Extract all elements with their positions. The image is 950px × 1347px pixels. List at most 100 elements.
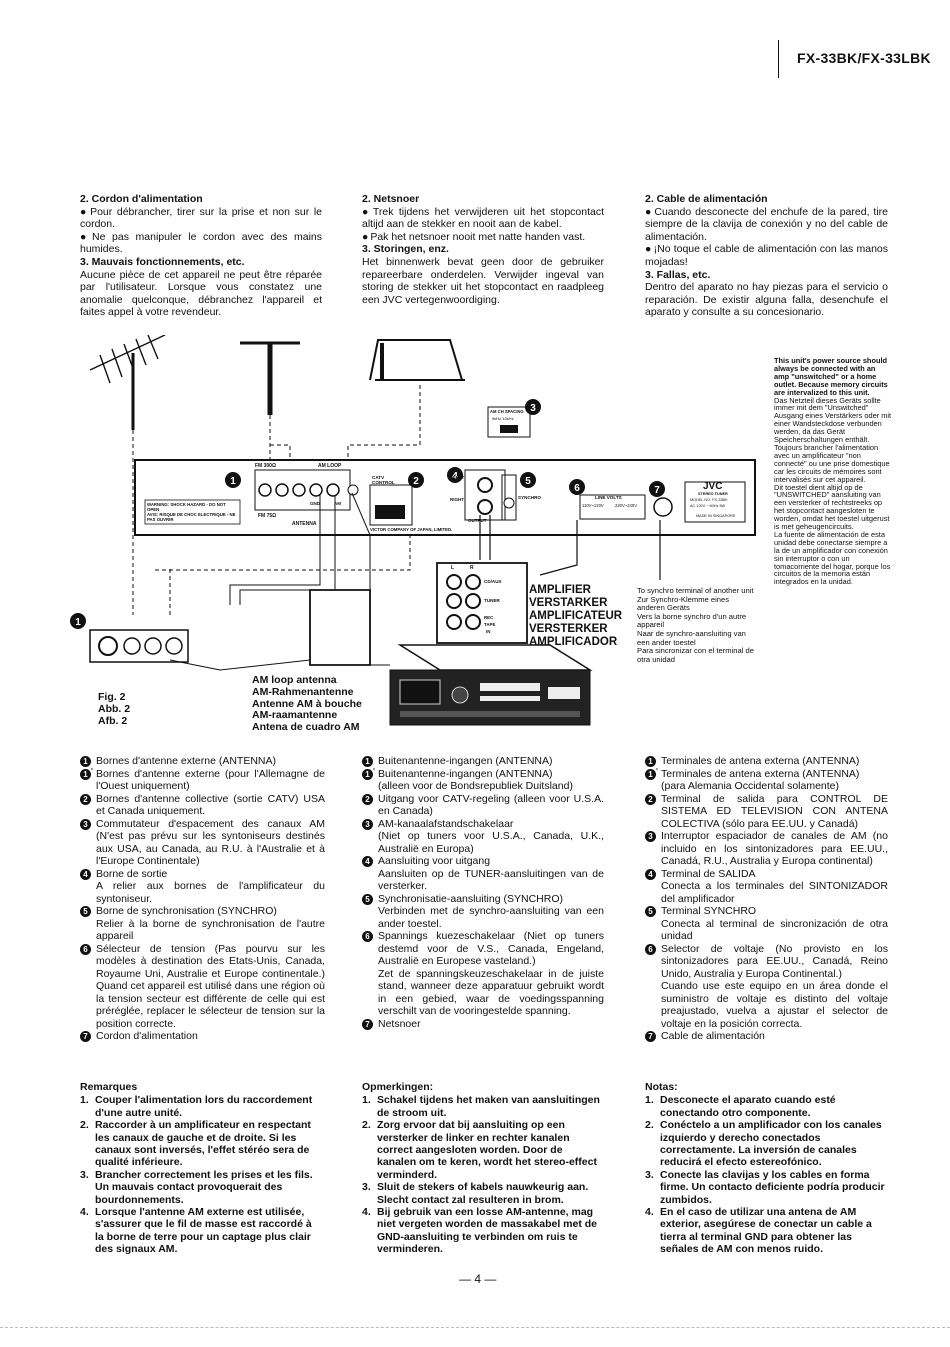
- top-column-nl: 2. Netsnoer Trek tijdens het verwijderen…: [362, 193, 604, 306]
- heading: 3. Storingen, enz.: [362, 243, 449, 256]
- remark-text: Lorsque l'antenne AM externe est utilisé…: [95, 1206, 312, 1256]
- amp-jack-r: R: [470, 565, 474, 571]
- item-text: Cable de alimentación: [661, 1030, 765, 1042]
- remark-number: 4.: [80, 1206, 89, 1219]
- bullet: Pak het netsnoer nooit met natte handen …: [362, 231, 604, 244]
- heading: 2. Cordon d'alimentation: [80, 193, 203, 205]
- remark-item: 3. Brancher correctement les prises et le…: [80, 1169, 320, 1206]
- remarks-es: Notas:1.Desconecte el aparato cuando est…: [645, 1081, 885, 1256]
- remark-item: 4.Bij gebruik van een losse AM-antenne, …: [362, 1206, 602, 1256]
- item-subtext: Aansluiten op de TUNER-aansluitingen van…: [378, 867, 604, 893]
- remark-item: 2.Zorg ervoor dat bij aansluiting op een…: [362, 1119, 602, 1181]
- top-column-es: 2. Cable de alimentación Cuando desconec…: [645, 193, 888, 319]
- item-text: Netsnoer: [378, 1017, 421, 1030]
- remark-text: Schakel tijdens het maken van aansluitin…: [377, 1094, 600, 1119]
- item-text: Terminales de antena externa (ANTENNA): [661, 755, 860, 767]
- remark-item: 2.Raccorder à un amplificateur en respec…: [80, 1119, 320, 1169]
- item-number-badge: 5: [645, 906, 656, 917]
- jvc-logo: JVC: [703, 481, 723, 492]
- item-number-badge: 7: [80, 1031, 91, 1042]
- item-text: Borne de sortie: [96, 867, 168, 880]
- item-prime-mark: ': [373, 766, 375, 778]
- paragraph: Het binnenwerk bevat geen door de gebrui…: [362, 255, 604, 306]
- item-text: Selector de voltaje (No provisto en los …: [661, 942, 888, 980]
- bullet: Pour débrancher, tirer sur la prise et n…: [80, 206, 322, 231]
- item-number-badge: 1: [80, 756, 91, 767]
- remarks-heading: Opmerkingen:: [362, 1081, 434, 1093]
- connection-diagram: 1 2 3 4 5 6 7 1: [70, 335, 892, 745]
- remark-number: 1.: [362, 1094, 371, 1107]
- remark-item: 4.En el caso de utilizar una antena de A…: [645, 1206, 885, 1256]
- svg-text:2: 2: [413, 476, 419, 487]
- item-text: Buitenantenne-ingangen (ANTENNA): [378, 767, 553, 780]
- item-number-badge: 1: [362, 756, 373, 767]
- remark-text: En el caso de utilizar una antena de AM …: [660, 1206, 872, 1256]
- item-prime-mark: ': [656, 766, 658, 778]
- item-text: Aansluiting voor uitgang: [378, 855, 491, 867]
- panel-am-loop: AM LOOP: [318, 463, 342, 469]
- bullet: Cuando desconecte del enchufe de la pare…: [645, 206, 888, 244]
- list-item: 1'Bornes d'antenne externe (pour l'Allem…: [80, 767, 325, 793]
- amp-label: VERSTARKER: [529, 597, 608, 609]
- power-note-nl: Dit toestel dient altijd op de "UNSWITCH…: [774, 482, 890, 532]
- item-subtext: (para Alemania Occidental solamente): [661, 780, 840, 792]
- panel-line-volts: LINE VOLTS: [595, 495, 622, 500]
- panel-fm75: FM 75Ω: [258, 513, 277, 519]
- remark-text: Bij gebruik van een losse AM-antenne, ma…: [377, 1206, 597, 1256]
- antenna-terminal-block-west-germany: [89, 629, 189, 663]
- amp-label: AMPLIFICATEUR: [529, 610, 623, 622]
- dipole-antenna: [369, 339, 465, 381]
- item-number-badge: 4: [362, 856, 373, 867]
- item-number-badge: 4: [80, 868, 91, 880]
- amp-label: AMPLIFICADOR: [529, 636, 618, 648]
- rod-antenna: [240, 341, 300, 415]
- remark-text: Conecte las clavijas y los cables en for…: [660, 1168, 885, 1206]
- heading: 2. Netsnoer: [362, 193, 420, 205]
- remark-number: 2.: [80, 1119, 89, 1132]
- item-subtext: (Niet op tuners voor U.S.A., Canada, U.K…: [378, 830, 604, 855]
- item-number-badge: 5: [362, 893, 373, 905]
- remark-number: 3.: [80, 1168, 89, 1181]
- heading: 2. Cable de alimentación: [645, 193, 768, 205]
- amplifier-input-jacks: [436, 562, 528, 644]
- svg-text:3: 3: [530, 403, 536, 414]
- item-text: Uitgang voor CATV-regeling (alleen voor …: [378, 792, 604, 818]
- loop-label: AM-raamantenne: [252, 709, 338, 722]
- item-text: Commutateur d'espacement des canaux AM (…: [96, 817, 325, 868]
- item-text: Sélecteur de tension (Pas pourvu sur les…: [96, 942, 325, 1030]
- power-note-fr: Toujours brancher l'alimentation avec un…: [774, 442, 890, 484]
- remark-item: 1.Couper l'alimentation lors du raccorde…: [80, 1094, 320, 1119]
- remark-number: 2.: [362, 1119, 371, 1132]
- plate-power: AC 120V ~ 60Hz 5W: [690, 504, 726, 508]
- synchro-note-line: Vers la borne synchro d'un autre apparei…: [637, 611, 747, 630]
- panel-fm300: FM 300Ω: [255, 463, 276, 469]
- item-text: Interruptor espaciador de canales de AM …: [661, 830, 888, 867]
- item-subtext: Zet de spanningskeuzeschakelaar in de ju…: [378, 967, 604, 1018]
- amp-jack-rec: REC: [484, 615, 494, 620]
- panel-am: AM: [334, 501, 341, 506]
- item-subtext: (alleen voor de Bondsrepubliek Duitsland…: [378, 780, 573, 792]
- power-notes: This unit's power source should always b…: [774, 357, 892, 586]
- item-text: Spannings kuezeschakelaar (Niet op tuner…: [378, 930, 604, 967]
- amp-label: AMPLIFIER: [529, 584, 591, 596]
- remark-text: Brancher correctement les prises et les …: [95, 1168, 313, 1206]
- top-column-fr: 2. Cordon d'alimentation Pour débrancher…: [80, 193, 322, 319]
- loop-label: Antena de cuadro AM: [252, 721, 360, 734]
- panel-v2: 220V~240V: [615, 503, 638, 508]
- panel-catv: CATV CONTROL: [372, 475, 395, 485]
- panel-gnd: GND: [310, 501, 320, 506]
- power-note-es: La fuente de alimentación de esta unidad…: [774, 529, 891, 587]
- item-text: Terminal de SALIDA: [661, 867, 756, 880]
